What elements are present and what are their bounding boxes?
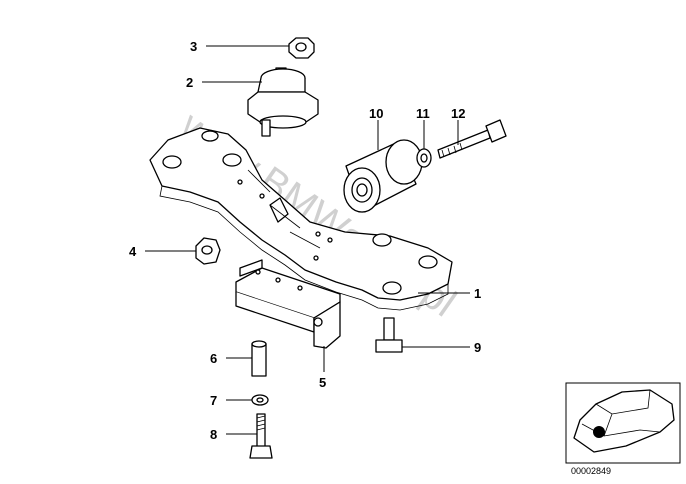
bolt-bottom <box>249 413 273 459</box>
washer-large <box>416 148 432 168</box>
callouts: 3 2 4 10 11 12 1 9 6 7 8 5 <box>129 39 481 442</box>
crossmember <box>149 127 453 311</box>
callout-1: 1 <box>474 286 481 301</box>
callout-5: 5 <box>319 375 326 390</box>
callout-4: 4 <box>129 244 137 259</box>
location-marker <box>593 426 605 438</box>
callout-9: 9 <box>474 340 481 355</box>
callout-7: 7 <box>210 393 217 408</box>
bolt-long <box>437 119 507 159</box>
nut-left <box>195 237 221 265</box>
callout-8: 8 <box>210 427 217 442</box>
washer-small <box>251 394 269 406</box>
car-thumbnail: 00002849 <box>565 382 681 476</box>
callout-2: 2 <box>186 75 193 90</box>
sleeve <box>251 340 267 377</box>
thumbnail-code: 00002849 <box>571 466 611 476</box>
callout-11: 11 <box>416 106 430 121</box>
mount-bracket <box>235 259 341 349</box>
flange-bolt <box>375 317 403 353</box>
callout-6: 6 <box>210 351 217 366</box>
nut-top <box>288 37 315 59</box>
rubber-mount <box>247 67 319 137</box>
bushing <box>343 139 423 213</box>
callout-3: 3 <box>190 39 197 54</box>
callout-10: 10 <box>369 106 383 121</box>
callout-12: 12 <box>451 106 465 121</box>
